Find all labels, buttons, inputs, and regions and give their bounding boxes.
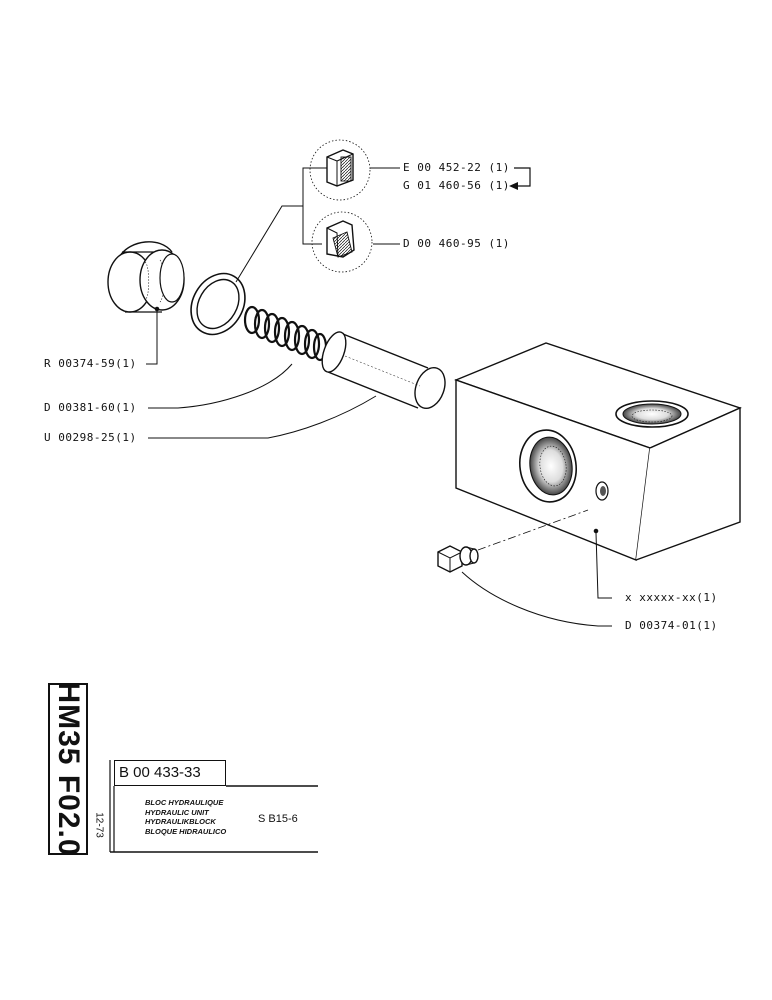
spring — [243, 305, 328, 362]
part-description: BLOC HYDRAULIQUE HYDRAULIC UNIT HYDRAULI… — [145, 798, 226, 836]
callout-seal-a: E 00 452-22 (1) — [403, 161, 510, 174]
plug — [107, 241, 185, 313]
o-ring — [190, 272, 246, 336]
callout-piston: U 00298-25(1) — [44, 431, 137, 444]
callout-spring: D 00381-60(1) — [44, 401, 137, 414]
description-en: HYDRAULIC UNIT — [145, 807, 209, 817]
callout-body: x xxxxx-xx(1) — [625, 591, 718, 604]
hydraulic-block — [454, 342, 742, 561]
description-fr: BLOC HYDRAULIQUE — [145, 798, 224, 807]
date-code: 12-73 — [93, 812, 105, 838]
description-de: HYDRAULIKBLOCK — [145, 817, 216, 826]
seal-detail-icon-lower — [311, 211, 373, 273]
drawing-reference: B 00 433-33 — [114, 760, 226, 786]
date-code-box: 12-73 — [84, 812, 114, 838]
piston — [321, 331, 446, 410]
section-reference: S B15-6 — [258, 813, 298, 825]
callout-plug: R 00374-59(1) — [44, 357, 137, 370]
callout-seal-b: G 01 460-56 (1) — [403, 179, 510, 192]
seal-detail-icon-upper — [309, 139, 371, 201]
model-title-box: HM35 F02.0 — [48, 681, 88, 857]
callout-screw: D 00374-01(1) — [625, 619, 718, 632]
drain-screw — [437, 545, 479, 573]
model-title: HM35 F02.0 — [52, 681, 85, 857]
description-es: BLOQUE HIDRAULICO — [145, 826, 227, 836]
callout-seal-c: D 00 460-95 (1) — [403, 237, 510, 250]
title-block-lines — [109, 760, 318, 853]
